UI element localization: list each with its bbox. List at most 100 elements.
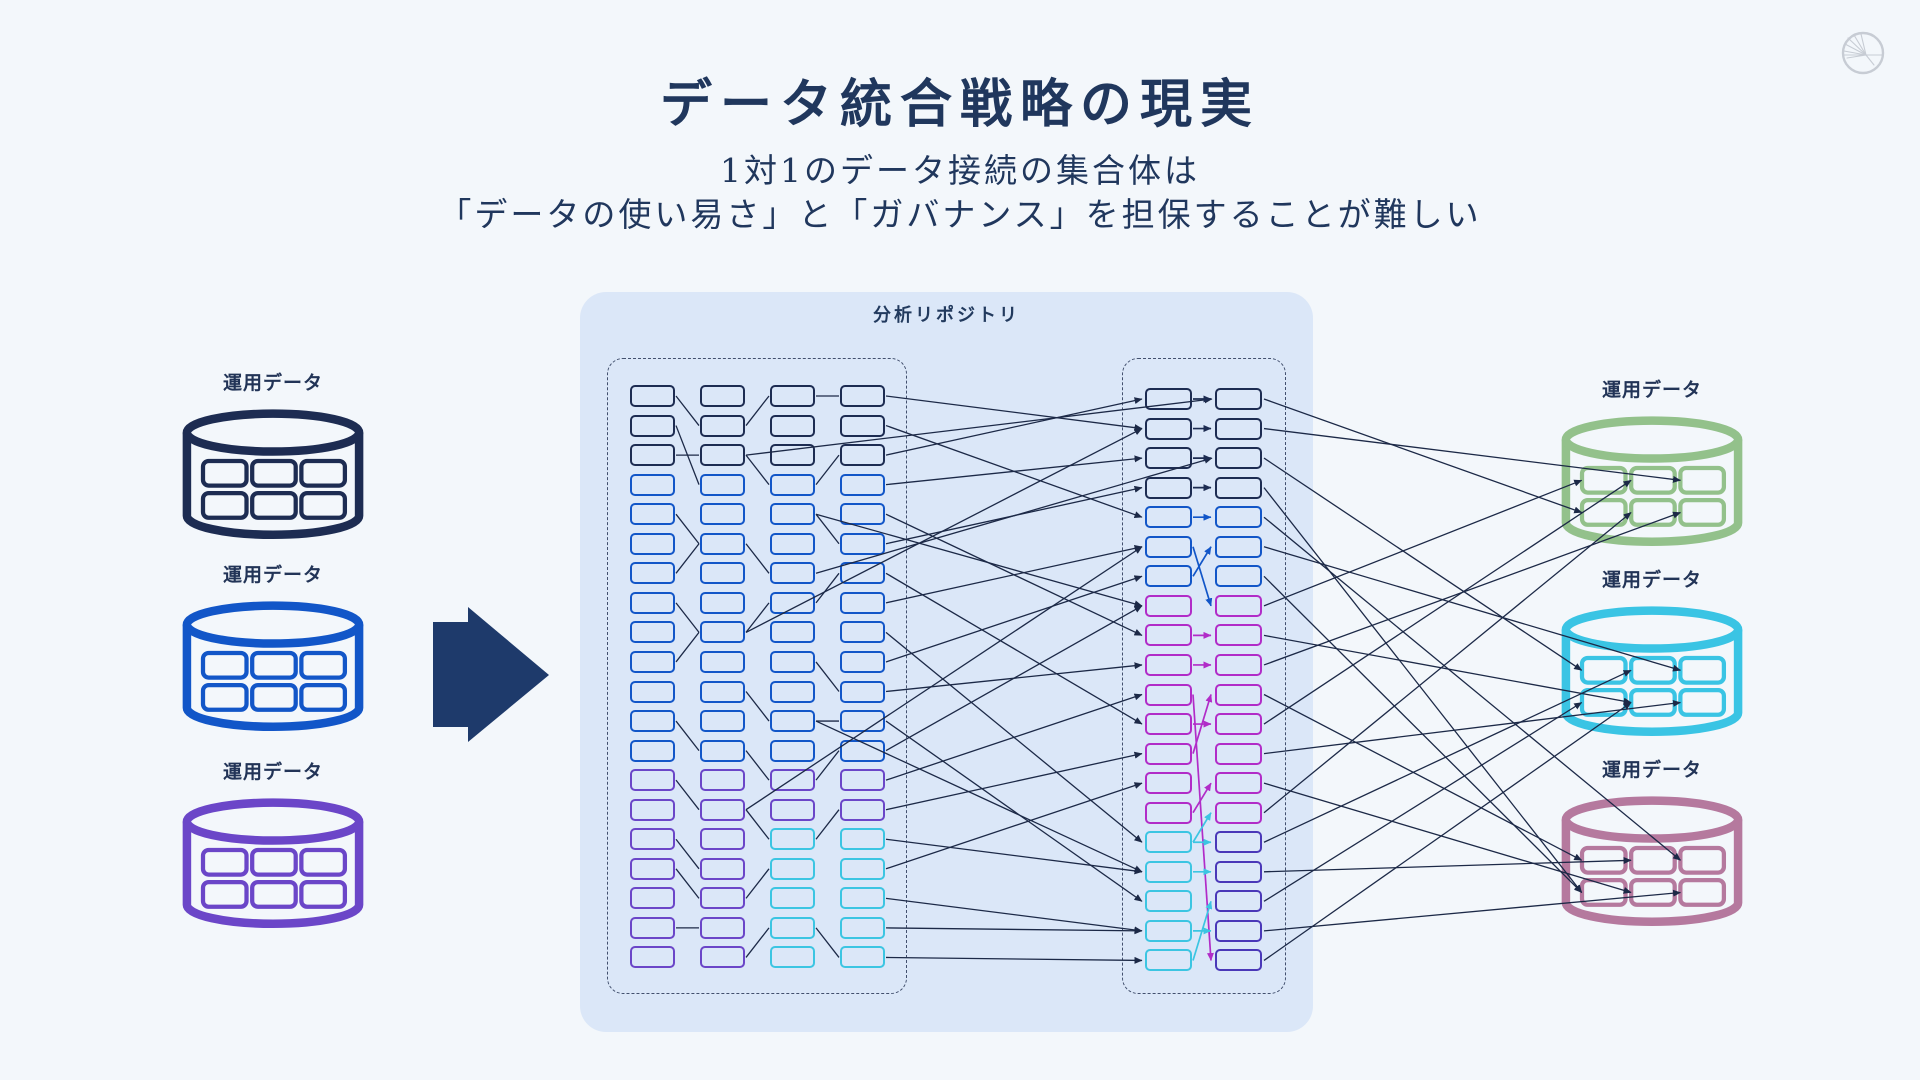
matrix-cell — [1215, 949, 1262, 972]
matrix-cell — [630, 385, 675, 407]
matrix-cell — [1145, 890, 1192, 913]
matrix-cell — [1145, 742, 1192, 765]
matrix-cell — [1145, 653, 1192, 676]
matrix-cell — [630, 887, 675, 910]
matrix-cell — [1145, 683, 1192, 706]
matrix-cell — [630, 444, 675, 467]
matrix-cell — [770, 385, 815, 407]
matrix-cell — [700, 857, 745, 880]
matrix-cell — [1145, 506, 1192, 529]
matrix-cell — [700, 680, 745, 703]
matrix-cell — [770, 710, 815, 733]
matrix-cell — [1215, 742, 1262, 765]
matrix-cell — [700, 532, 745, 555]
matrix-cell — [770, 444, 815, 467]
database-cylinder-icon — [182, 798, 364, 928]
matrix-cell — [840, 828, 885, 851]
slide-header: データ統合戦略の現実 1対1のデータ接続の集合体は 「データの使い易さ」と「ガバ… — [0, 62, 1920, 235]
matrix-cell — [840, 739, 885, 762]
matrix-cell — [630, 916, 675, 939]
matrix-cell — [630, 857, 675, 880]
matrix-cell — [770, 503, 815, 526]
matrix-cell — [700, 710, 745, 733]
matrix-cell — [700, 887, 745, 910]
matrix-cell — [840, 887, 885, 910]
matrix-cell — [770, 946, 815, 969]
matrix-cell — [630, 769, 675, 792]
matrix-cell — [770, 739, 815, 762]
matrix-cell — [700, 621, 745, 644]
matrix-cell — [770, 414, 815, 437]
matrix-cell — [840, 680, 885, 703]
matrix-cell — [1145, 624, 1192, 647]
database-cylinder-icon — [182, 409, 364, 539]
analytics-repository-label: 分析リポジトリ — [873, 305, 1020, 326]
matrix-cell — [840, 857, 885, 880]
database-cylinder-icon — [1561, 606, 1743, 736]
matrix-cell — [840, 710, 885, 733]
matrix-cell — [700, 650, 745, 673]
matrix-cell — [630, 532, 675, 555]
matrix-cell — [770, 769, 815, 792]
matrix-cell — [630, 503, 675, 526]
matrix-cell — [630, 562, 675, 585]
matrix-cell — [840, 385, 885, 407]
matrix-cell — [700, 385, 745, 407]
matrix-cell — [770, 916, 815, 939]
matrix-cell — [840, 769, 885, 792]
db-label: 運用データ — [1601, 569, 1702, 591]
matrix-cell — [770, 650, 815, 673]
matrix-cell — [770, 473, 815, 496]
db-label: 運用データ — [222, 564, 323, 586]
matrix-cell — [630, 710, 675, 733]
matrix-cell — [1145, 476, 1192, 499]
matrix-cell — [840, 946, 885, 969]
matrix-cell — [840, 473, 885, 496]
matrix-cell — [1145, 565, 1192, 588]
matrix-cell — [840, 503, 885, 526]
matrix-cell — [700, 473, 745, 496]
matrix-cell — [1215, 683, 1262, 706]
matrix-cell — [1215, 890, 1262, 913]
starburst-logo-icon — [1839, 29, 1887, 77]
database-cylinder-icon — [182, 601, 364, 731]
matrix-cell — [1145, 860, 1192, 883]
matrix-cell — [700, 591, 745, 614]
matrix-cell — [770, 621, 815, 644]
matrix-cell — [1215, 506, 1262, 529]
matrix-cell — [840, 562, 885, 585]
matrix-cell — [1215, 565, 1262, 588]
slide-title: データ統合戦略の現実 — [659, 74, 1260, 135]
matrix-cell — [1145, 713, 1192, 736]
matrix-cell — [1215, 713, 1262, 736]
matrix-cell — [1145, 594, 1192, 617]
matrix-cell — [1215, 772, 1262, 795]
matrix-cell — [840, 650, 885, 673]
matrix-cell — [1215, 831, 1262, 854]
matrix-cell — [1145, 447, 1192, 470]
matrix-cell — [630, 739, 675, 762]
matrix-cell — [700, 828, 745, 851]
matrix-cell — [770, 591, 815, 614]
db-label: 運用データ — [1601, 379, 1702, 401]
matrix-cell — [770, 887, 815, 910]
matrix-cell — [700, 769, 745, 792]
matrix-cell — [1215, 860, 1262, 883]
matrix-cell — [1215, 594, 1262, 617]
database-cylinder-icon — [1561, 416, 1743, 546]
matrix-cell — [630, 650, 675, 673]
matrix-cell — [700, 414, 745, 437]
matrix-cell — [1215, 388, 1262, 410]
matrix-cell — [700, 503, 745, 526]
database-cylinder-icon — [1561, 796, 1743, 926]
matrix-cell — [1145, 919, 1192, 942]
db-label: 運用データ — [222, 372, 323, 394]
matrix-cell — [630, 591, 675, 614]
slide-subtitle-line2: 「データの使い易さ」と「ガバナンス」を担保することが難しい — [438, 195, 1482, 234]
matrix-cell — [630, 680, 675, 703]
matrix-cell — [1215, 535, 1262, 558]
db-label: 運用データ — [1601, 759, 1702, 781]
matrix-cell — [840, 414, 885, 437]
matrix-cell — [1215, 624, 1262, 647]
